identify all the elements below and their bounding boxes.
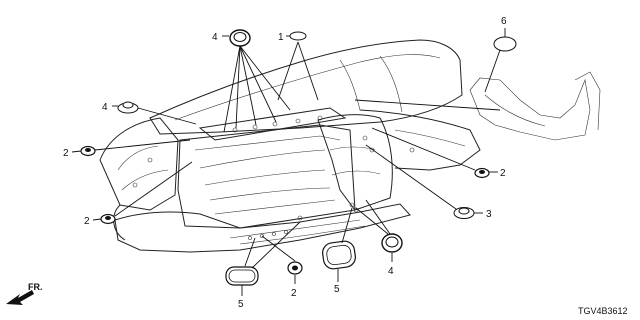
floor-body-outline [99, 39, 601, 253]
grommet-5-right [322, 240, 356, 270]
grommet-4-left [117, 101, 139, 114]
callout-4-top: 4 [212, 32, 218, 43]
grommet-2-bottom [287, 261, 303, 275]
grommet-5-left [225, 266, 259, 286]
callout-2-bottom: 2 [291, 288, 297, 299]
callout-2-right: 2 [500, 168, 506, 179]
callout-6: 6 [501, 16, 507, 27]
grommet-3 [453, 207, 475, 219]
diagram-code: TGV4B3612 [578, 306, 628, 316]
leader-lines [71, 28, 506, 296]
front-label: FR. [28, 282, 43, 292]
front-direction-arrow-icon [6, 290, 34, 305]
grommet-1 [289, 31, 307, 41]
callout-1: 1 [278, 32, 284, 43]
callout-2-lower-left: 2 [84, 216, 90, 227]
callout-4-left: 4 [102, 102, 108, 113]
callout-4-bottom: 4 [388, 266, 394, 277]
grommet-4-bottom [381, 233, 403, 253]
grommet-2-lower-left [100, 213, 116, 225]
callout-3: 3 [486, 209, 492, 220]
grommet-4-top [229, 29, 251, 47]
grommet-2-left [80, 145, 96, 157]
grommet-6 [493, 36, 517, 52]
callout-5-left: 5 [238, 299, 244, 310]
callout-2-left: 2 [63, 148, 69, 159]
callout-5-right: 5 [334, 284, 340, 295]
grommet-2-right [474, 167, 490, 179]
